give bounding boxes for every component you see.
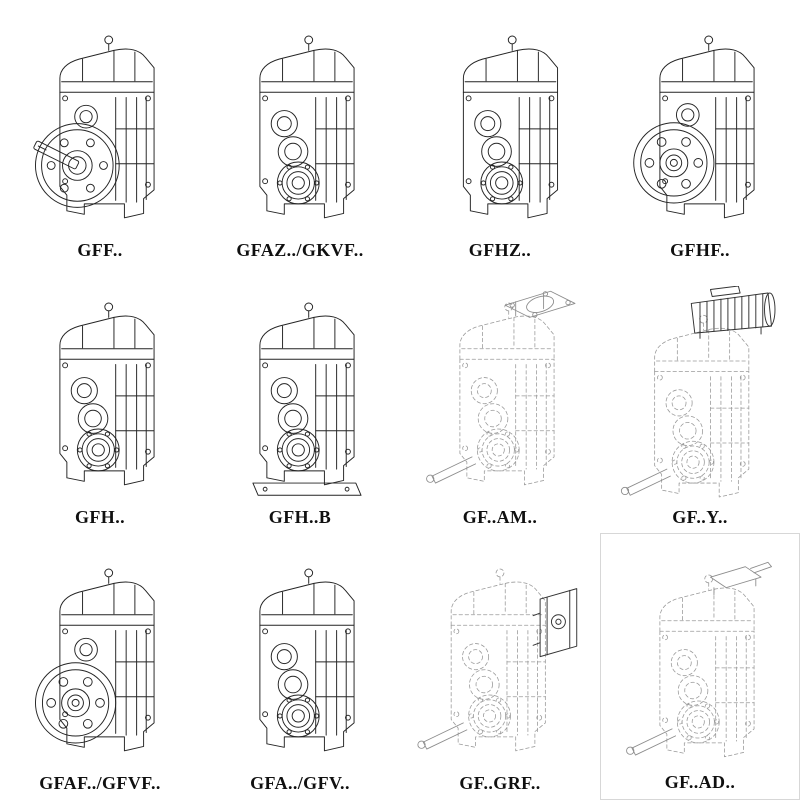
model-label: GFAZ../GKVF.. bbox=[236, 239, 364, 260]
catalog-cell-gfh-b: GFH..B bbox=[200, 267, 400, 534]
model-label: GFAF../GFVF.. bbox=[39, 773, 161, 794]
gearbox-with-motor-drawing bbox=[620, 285, 776, 497]
model-label: GF..GRF.. bbox=[459, 773, 541, 794]
catalog-cell-gff: GFF.. bbox=[0, 0, 200, 267]
model-label: GF..AD.. bbox=[664, 772, 736, 793]
catalog-cell-gf-y: GF..Y.. bbox=[600, 267, 800, 534]
model-label: GFA../GFV.. bbox=[250, 773, 350, 794]
gearbox-output-flange-holes-drawing bbox=[34, 568, 155, 752]
gearbox-hollow-shaft-drawing bbox=[462, 35, 559, 219]
model-label: GF..AM.. bbox=[462, 506, 538, 527]
model-label: GFH.. bbox=[75, 506, 125, 527]
model-label: GFH..B bbox=[268, 506, 332, 527]
gearbox-primary-gear-input-drawing bbox=[417, 568, 578, 752]
model-label: GFHF.. bbox=[670, 239, 730, 260]
catalog-cell-gfa-gfv: GFA../GFV.. bbox=[200, 533, 400, 800]
gearbox-flange-output-shaft-drawing bbox=[32, 35, 155, 219]
catalog-cell-gf-am: GF..AM.. bbox=[400, 267, 600, 534]
model-label: GFF.. bbox=[77, 239, 123, 260]
gearbox-hollow-shaft-drawing bbox=[259, 568, 355, 752]
gearbox-hollow-shaft-base-drawing bbox=[252, 302, 362, 496]
catalog-cell-gfhz: GFHZ.. bbox=[400, 0, 600, 267]
model-label: GF..Y.. bbox=[672, 506, 728, 527]
gearbox-motor-adapter-flange-drawing bbox=[426, 290, 576, 485]
catalog-cell-gfh: GFH.. bbox=[0, 267, 200, 534]
gearbox-hollow-shaft-drawing bbox=[259, 35, 355, 219]
catalog-cell-gf-ad: GF..AD.. bbox=[600, 533, 800, 800]
gearbox-hollow-shaft-drawing bbox=[59, 302, 155, 485]
gearbox-input-adapter-drawing bbox=[626, 562, 772, 758]
catalog-cell-gfaz-gkvf: GFAZ../GKVF.. bbox=[200, 0, 400, 267]
catalog-cell-gf-grf: GF..GRF.. bbox=[400, 533, 600, 800]
catalog-cell-gfhf: GFHF.. bbox=[600, 0, 800, 267]
model-label: GFHZ.. bbox=[468, 239, 532, 260]
gearbox-output-flange-drawing bbox=[633, 35, 755, 219]
catalog-cell-gfaf-gfvf: GFAF../GFVF.. bbox=[0, 533, 200, 800]
